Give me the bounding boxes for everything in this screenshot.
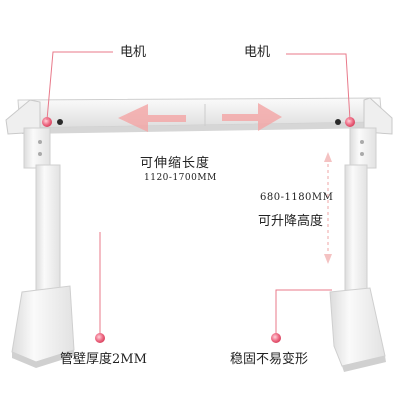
tube-callout-dot <box>95 333 105 343</box>
left-leg <box>11 127 75 368</box>
motor-left-label: 电机 <box>120 45 147 60</box>
horizontal-arrows-icon <box>118 103 282 132</box>
motor-left-hole <box>57 119 63 125</box>
motor-left-dot <box>42 117 52 127</box>
stability-label: 稳固不易变形 <box>230 352 309 367</box>
motor-right-dot <box>345 117 355 127</box>
width-adjust-label: 可伸缩长度 <box>140 156 211 171</box>
height-adjust-label: 可升降高度 <box>258 214 324 229</box>
stability-callout-dot <box>271 333 281 343</box>
height-range-label: 680-1180MM <box>260 192 334 203</box>
vertical-arrows-icon <box>324 152 332 264</box>
top-crossbar <box>5 97 393 135</box>
right-leg <box>329 127 386 372</box>
motor-right-label: 电机 <box>244 45 271 60</box>
motor-right-callout-line <box>286 53 351 121</box>
width-range-label: 1120-1700MM <box>144 173 217 183</box>
stability-callout-line <box>275 289 332 338</box>
motor-right-hole <box>335 119 341 125</box>
motor-left-callout-line <box>46 51 113 121</box>
tube-thickness-label: 管壁厚度2MM <box>60 352 147 367</box>
